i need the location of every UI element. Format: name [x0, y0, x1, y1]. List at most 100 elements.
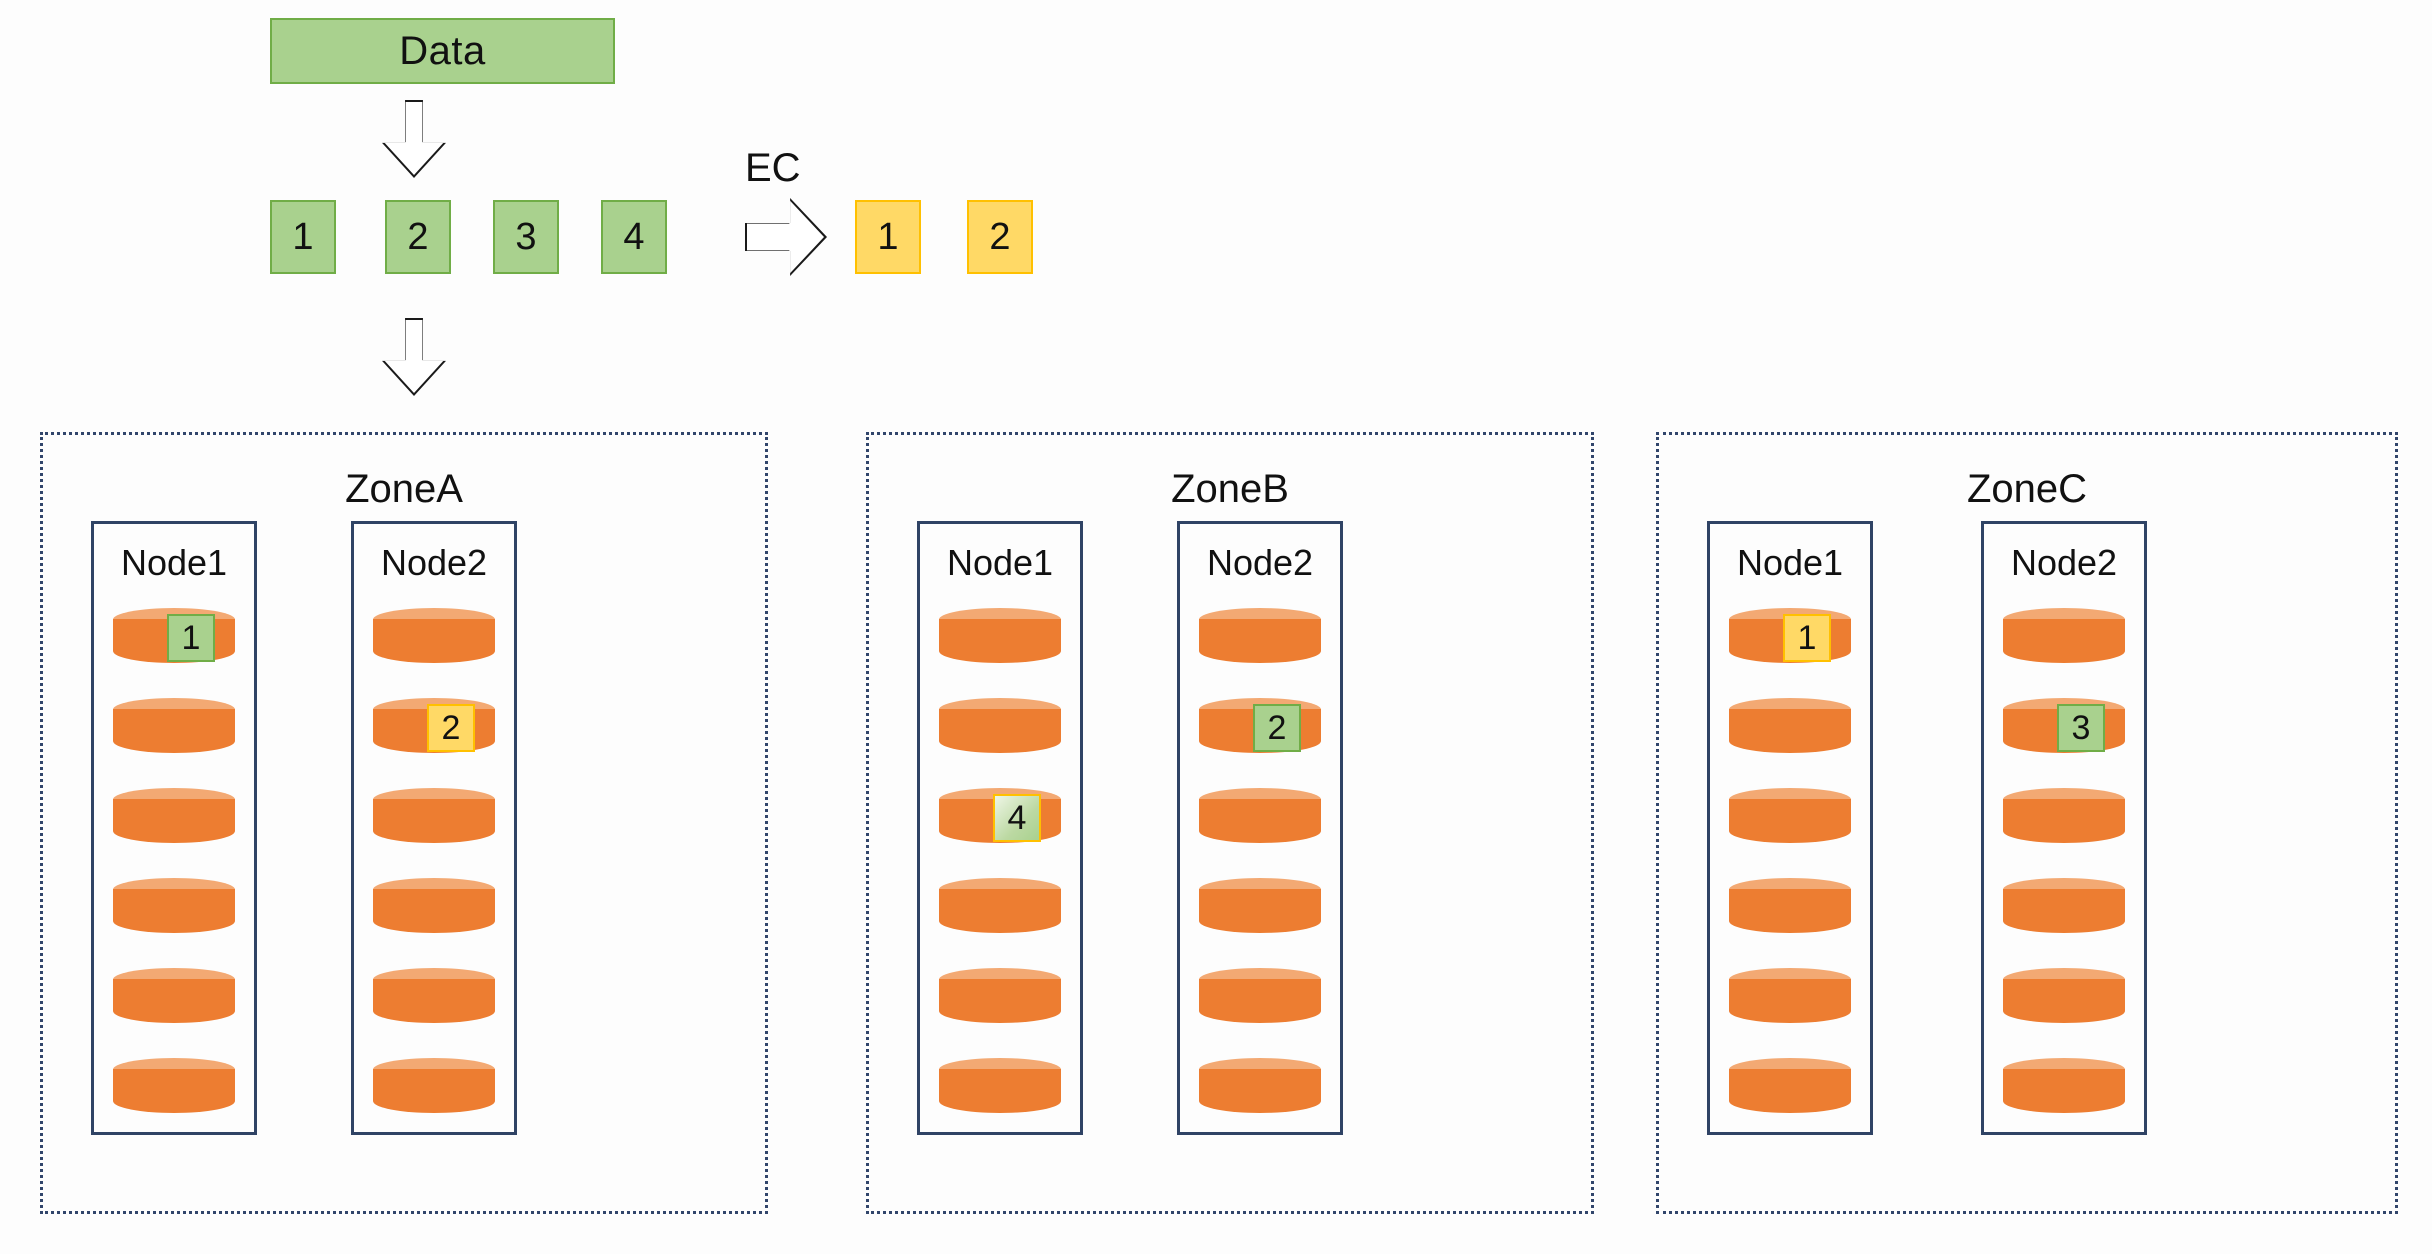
disk-body-icon	[939, 979, 1061, 1023]
disk-body-icon	[939, 889, 1061, 933]
disk-body-icon	[1199, 979, 1321, 1023]
disk-body-icon	[1729, 709, 1851, 753]
zone-b-node2-disk-stack: 2	[1199, 608, 1321, 1148]
zone-a-node2: Node2 2	[351, 521, 517, 1135]
zone-a-node1: Node1 1	[91, 521, 257, 1135]
disk-body-icon	[373, 889, 495, 933]
disk	[113, 878, 235, 938]
zone-b: ZoneB Node1 4	[866, 432, 1594, 1214]
disk: 2	[373, 698, 495, 758]
stored-chunk-label: 3	[2071, 708, 2091, 747]
stored-chunk-label: 2	[441, 708, 461, 747]
ec-label: EC	[745, 146, 801, 190]
zone-a-node1-disk-stack: 1	[113, 608, 235, 1148]
disk	[1729, 878, 1851, 938]
disk	[373, 1058, 495, 1118]
disk-body-icon	[373, 979, 495, 1023]
disk-body-icon	[113, 799, 235, 843]
disk-body-icon	[113, 1069, 235, 1113]
zone-a-node1-title: Node1	[120, 542, 228, 583]
disk	[939, 878, 1061, 938]
stored-chunk: 2	[427, 704, 475, 752]
stored-chunk: 2	[1253, 704, 1301, 752]
parity-chunk-2-label: 2	[989, 215, 1011, 258]
stored-chunk: 1	[1783, 614, 1831, 662]
disk: 1	[113, 608, 235, 668]
disk	[1729, 788, 1851, 848]
disk	[939, 1058, 1061, 1118]
disk	[2003, 1058, 2125, 1118]
disk-body-icon	[1199, 799, 1321, 843]
parity-chunk-1: 1	[855, 200, 921, 274]
disk-body-icon	[1199, 619, 1321, 663]
stored-chunk: 1	[167, 614, 215, 662]
disk	[939, 608, 1061, 668]
disk-body-icon	[373, 619, 495, 663]
parity-chunk-2: 2	[967, 200, 1033, 274]
disk-body-icon	[2003, 889, 2125, 933]
data-box-label: Data	[399, 28, 486, 73]
disk	[939, 698, 1061, 758]
disk: 2	[1199, 698, 1321, 758]
source-chunk-2-label: 2	[407, 215, 429, 258]
source-chunk-3-label: 3	[515, 215, 537, 258]
arrow-data-to-chunks-icon	[382, 100, 446, 178]
zone-b-node1: Node1 4	[917, 521, 1083, 1135]
disk	[1199, 968, 1321, 1028]
zone-a-node2-disk-stack: 2	[373, 608, 495, 1148]
zone-c-node2-title: Node2	[2010, 542, 2118, 583]
disk-body-icon	[2003, 799, 2125, 843]
disk	[113, 698, 235, 758]
zone-c-node1-disk-stack: 1	[1729, 608, 1851, 1148]
disk	[1729, 968, 1851, 1028]
zone-b-node1-disk-stack: 4	[939, 608, 1061, 1148]
disk	[1199, 788, 1321, 848]
disk	[113, 968, 235, 1028]
disk	[1199, 878, 1321, 938]
source-chunk-3: 3	[493, 200, 559, 274]
disk-body-icon	[113, 709, 235, 753]
disk	[373, 878, 495, 938]
arrow-ec-transform-icon	[745, 198, 827, 276]
zone-b-title: ZoneB	[1171, 467, 1289, 511]
source-chunk-4-label: 4	[623, 215, 645, 258]
disk	[1199, 608, 1321, 668]
source-chunk-4: 4	[601, 200, 667, 274]
disk-body-icon	[2003, 979, 2125, 1023]
disk: 3	[2003, 698, 2125, 758]
disk-body-icon	[113, 889, 235, 933]
disk	[2003, 878, 2125, 938]
stored-chunk-label: 4	[1007, 798, 1027, 837]
zone-c-node1-title: Node1	[1736, 542, 1844, 583]
disk	[373, 968, 495, 1028]
disk-body-icon	[1729, 889, 1851, 933]
zone-a-title: ZoneA	[345, 467, 463, 511]
disk-body-icon	[1729, 799, 1851, 843]
disk	[2003, 788, 2125, 848]
stored-chunk-label: 2	[1267, 708, 1287, 747]
source-chunk-1: 1	[270, 200, 336, 274]
disk	[1729, 1058, 1851, 1118]
disk	[113, 1058, 235, 1118]
zone-c-node2-disk-stack: 3	[2003, 608, 2125, 1148]
zone-a: ZoneA Node1 1	[40, 432, 768, 1214]
zone-c: ZoneC Node1 1	[1656, 432, 2398, 1214]
disk-body-icon	[2003, 1069, 2125, 1113]
parity-chunk-1-label: 1	[877, 215, 899, 258]
stored-chunk-label: 1	[1797, 618, 1817, 657]
disk-body-icon	[1729, 1069, 1851, 1113]
disk	[2003, 968, 2125, 1028]
disk-body-icon	[1199, 1069, 1321, 1113]
disk-body-icon	[373, 799, 495, 843]
disk: 4	[939, 788, 1061, 848]
zone-c-node2: Node2 3	[1981, 521, 2147, 1135]
zone-c-node1: Node1 1	[1707, 521, 1873, 1135]
disk	[373, 608, 495, 668]
disk-body-icon	[939, 1069, 1061, 1113]
arrow-chunks-to-zones-icon	[382, 318, 446, 396]
zone-b-node2-title: Node2	[1206, 542, 1314, 583]
source-chunk-2: 2	[385, 200, 451, 274]
disk	[1729, 698, 1851, 758]
disk-body-icon	[1199, 889, 1321, 933]
